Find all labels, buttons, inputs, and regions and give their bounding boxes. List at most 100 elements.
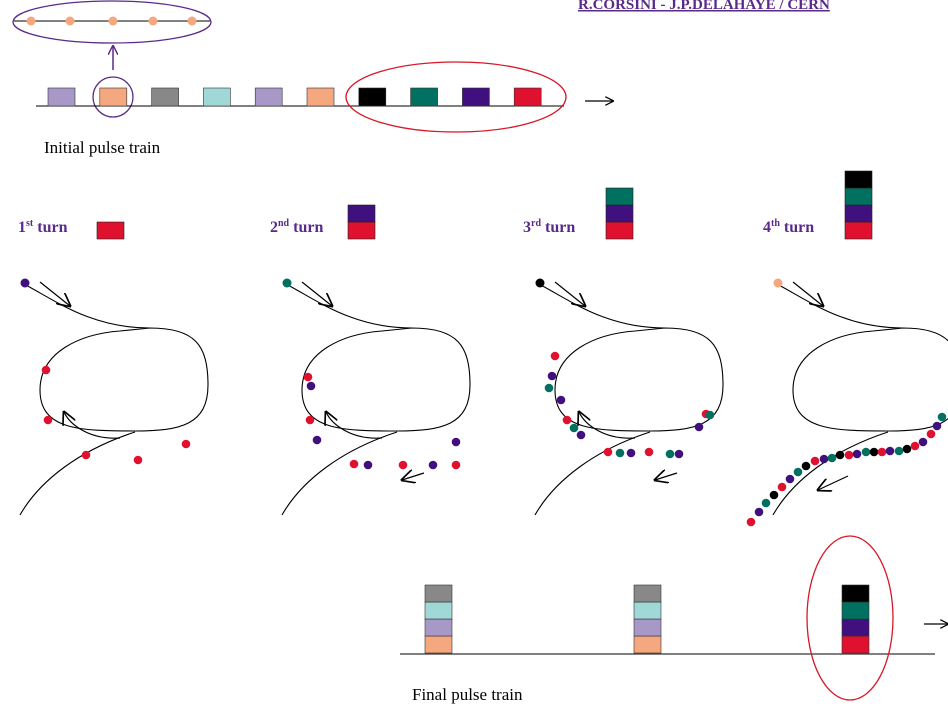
ring-bunch-red xyxy=(41,365,51,375)
initial-train-label: Initial pulse train xyxy=(44,138,161,157)
ring-bunch-red xyxy=(603,447,613,457)
ring-bunch-red xyxy=(562,415,572,425)
initial-pulse-peach xyxy=(306,87,335,107)
ring-bunch-red xyxy=(398,460,408,470)
extraction-arrow xyxy=(402,473,425,480)
extracted-bunch-indigo xyxy=(754,507,764,517)
turn-4-pulse-indigo xyxy=(844,204,873,223)
initial-pulse-red xyxy=(513,87,542,107)
ring-bunch-red xyxy=(43,415,53,425)
turn-4-pulse-teal xyxy=(844,187,873,206)
author-header: R.CORSINI - J.P.DELAHAYE / CERN xyxy=(578,0,830,13)
circulation-arrow xyxy=(326,412,383,439)
extracted-bunch-indigo xyxy=(852,449,862,459)
final-pulse-black xyxy=(841,584,870,603)
turn-2-pulse-red xyxy=(347,221,376,240)
ring-bunch-indigo xyxy=(556,395,566,405)
injection-line xyxy=(283,282,413,329)
ring-bunch-indigo xyxy=(306,381,316,391)
ring-bunch-indigo xyxy=(312,435,322,445)
ring-bunch-indigo xyxy=(576,430,586,440)
zoom-bunch-dot xyxy=(148,16,158,26)
initial-pulse-teal xyxy=(410,87,438,107)
ring-bunch-indigo xyxy=(428,460,438,470)
initial-pulse-grey xyxy=(151,87,179,107)
extraction-arrow xyxy=(655,473,678,480)
final-pulse-grey xyxy=(424,584,453,603)
ring-bunch-indigo xyxy=(674,449,684,459)
ring-bunch-red xyxy=(81,450,91,460)
extracted-bunch-black xyxy=(902,444,912,454)
ring-bunch-red xyxy=(451,460,461,470)
zoom-bunch-dot xyxy=(108,16,118,26)
extracted-bunch-black xyxy=(835,450,845,460)
extracted-bunch-indigo xyxy=(785,474,795,484)
extracted-bunch-red xyxy=(877,447,887,457)
zoom-ellipse xyxy=(12,0,212,44)
extracted-bunch-indigo xyxy=(932,421,942,431)
extracted-bunch-teal xyxy=(827,453,837,463)
final-pulse-teal xyxy=(841,601,870,620)
combiner-ring xyxy=(39,327,209,432)
extracted-bunch-teal xyxy=(793,467,803,477)
turn-pulse-stacks xyxy=(96,170,873,240)
ring-panel-4 xyxy=(746,278,948,527)
final-pulse-grey xyxy=(633,584,662,603)
incoming-bunch xyxy=(20,278,30,288)
turn-4-pulse-red xyxy=(844,221,873,240)
ring-bunch-indigo xyxy=(363,460,373,470)
turn-label-3: 3rd turn xyxy=(523,218,575,236)
turn-label-1: 1st turn xyxy=(18,218,68,236)
initial-pulse-peach xyxy=(99,87,128,107)
extracted-bunch-black xyxy=(869,447,879,457)
injection-arrow xyxy=(301,281,332,306)
turn-3-pulse-indigo xyxy=(605,204,634,223)
initial-pulse-aqua xyxy=(203,87,231,107)
ring-bunch-indigo xyxy=(451,437,461,447)
extraction-arrow xyxy=(818,475,849,490)
extracted-bunch-black xyxy=(801,461,811,471)
extracted-bunch-teal xyxy=(761,498,771,508)
injection-arrow xyxy=(39,281,70,306)
ring-bunch-teal xyxy=(569,423,579,433)
extraction-line xyxy=(19,431,136,516)
turn-label-2: 2nd turn xyxy=(270,218,323,236)
ring-bunch-red xyxy=(303,372,313,382)
final-combined-ellipse xyxy=(806,535,894,701)
injection-line xyxy=(21,282,151,329)
final-pulse-aqua xyxy=(633,601,662,620)
combiner-ring xyxy=(301,327,471,432)
combiner-ring xyxy=(554,327,724,432)
combiner-ring-panels xyxy=(19,278,948,527)
circulation-arrow xyxy=(64,412,121,439)
ring-bunch-red xyxy=(644,447,654,457)
injection-arrow xyxy=(554,281,585,306)
ring-bunch-red xyxy=(305,415,315,425)
injection-line xyxy=(536,282,666,329)
extracted-bunch-red xyxy=(746,517,756,527)
extracted-bunch-teal xyxy=(861,447,871,457)
incoming-bunch xyxy=(282,278,292,288)
ring-bunch-red xyxy=(181,439,191,449)
ring-bunch-red xyxy=(133,455,143,465)
initial-pulse-lilac xyxy=(254,87,283,107)
ring-bunch-red xyxy=(550,351,560,361)
initial-pulse-train xyxy=(47,87,542,107)
zoom-pulse-circle xyxy=(92,76,134,118)
ring-panel-1 xyxy=(19,278,209,516)
turn-3-pulse-red xyxy=(605,221,634,240)
ring-panel-2 xyxy=(281,278,471,516)
extraction-line xyxy=(534,431,651,516)
incoming-bunch xyxy=(773,278,783,288)
extracted-bunch-indigo xyxy=(819,454,829,464)
final-pulse-peach xyxy=(633,635,662,654)
extracted-bunch-teal xyxy=(894,446,904,456)
extracted-bunch-red xyxy=(926,429,936,439)
initial-pulse-black xyxy=(358,87,387,107)
final-pulse-lilac xyxy=(633,618,662,637)
extracted-bunch-red xyxy=(844,450,854,460)
injection-line xyxy=(774,282,904,329)
